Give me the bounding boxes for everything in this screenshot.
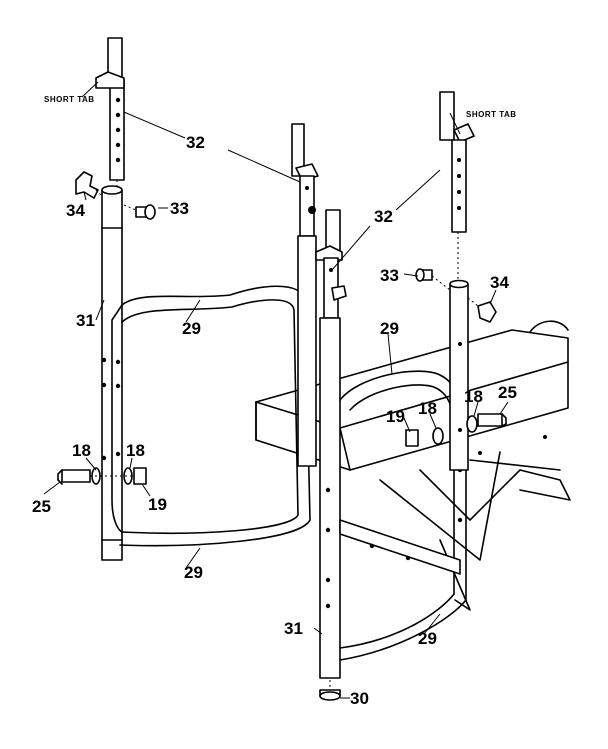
label-part-31-left: 31 bbox=[76, 311, 95, 330]
right-bolt-25 bbox=[477, 413, 507, 427]
right-washer-18b bbox=[466, 415, 478, 433]
label-part-32-top: 32 bbox=[186, 133, 205, 152]
label-short-tab-right: SHORT TAB bbox=[466, 110, 517, 119]
label-part-18-right-a: 18 bbox=[418, 399, 437, 418]
label-part-25-right: 25 bbox=[498, 383, 517, 402]
right-knob-34 bbox=[467, 297, 497, 323]
right-washer-18a bbox=[432, 427, 444, 445]
label-part-29-bottom-left: 29 bbox=[184, 563, 203, 582]
label-part-19-left: 19 bbox=[148, 495, 167, 514]
left-bolt-25 bbox=[57, 469, 91, 485]
label-short-tab-left: SHORT TAB bbox=[44, 95, 95, 104]
right-nut-19 bbox=[405, 429, 419, 447]
label-part-18-left-a: 18 bbox=[72, 441, 91, 460]
label-part-34-right: 34 bbox=[490, 273, 509, 292]
label-part-34-left: 34 bbox=[66, 201, 85, 220]
label-part-31-right: 31 bbox=[284, 619, 303, 638]
left-knob-34 bbox=[75, 171, 103, 199]
right-front-post bbox=[315, 209, 347, 679]
label-part-32-right: 32 bbox=[374, 207, 393, 226]
foot-cap-30 bbox=[319, 680, 341, 701]
label-part-29-bottom-right: 29 bbox=[418, 629, 437, 648]
left-pin-33 bbox=[123, 204, 156, 220]
right-pin-33 bbox=[415, 268, 451, 291]
label-part-29-top: 29 bbox=[182, 319, 201, 338]
label-part-33-left: 33 bbox=[170, 199, 189, 218]
right-back-post bbox=[439, 91, 475, 471]
left-nut-19 bbox=[133, 467, 147, 485]
label-part-25-left: 25 bbox=[32, 497, 51, 516]
leader-lines bbox=[43, 81, 509, 699]
label-part-18-left-b: 18 bbox=[126, 441, 145, 460]
left-upright-post bbox=[95, 37, 125, 561]
label-part-19-right: 19 bbox=[386, 407, 405, 426]
label-part-30: 30 bbox=[350, 689, 369, 708]
center-back-post bbox=[291, 123, 319, 467]
label-part-33-right: 33 bbox=[380, 266, 399, 285]
label-part-29-seat: 29 bbox=[380, 319, 399, 338]
label-part-18-right-b: 18 bbox=[464, 387, 483, 406]
